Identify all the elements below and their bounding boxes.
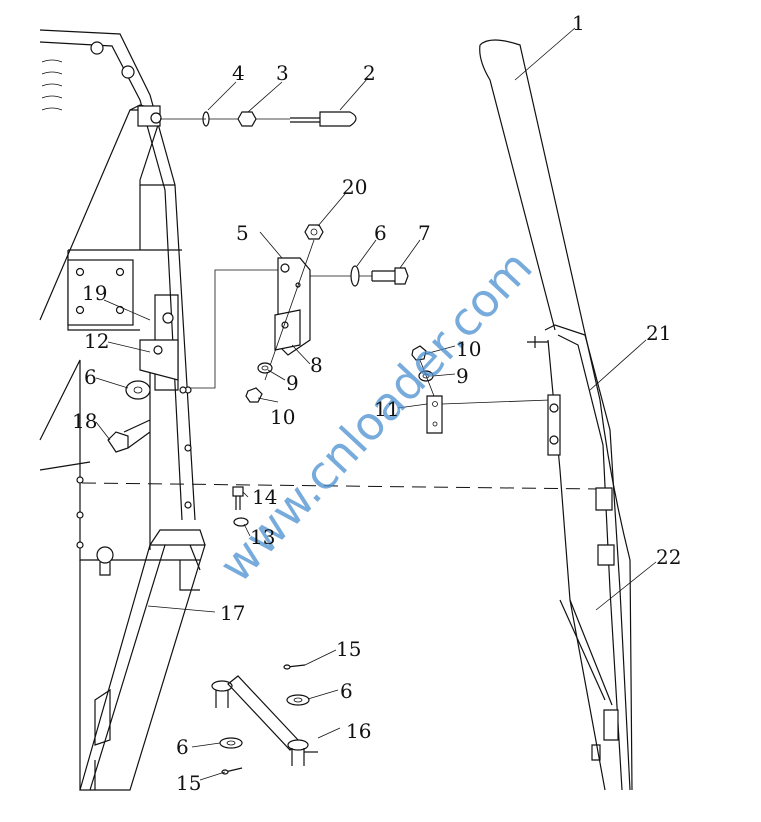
callout-15-lower: 15 (176, 771, 201, 795)
washer-6c (286, 694, 310, 706)
callout-21: 21 (646, 321, 671, 345)
callout-6-rod-right: 6 (340, 679, 353, 703)
callout-14: 14 (252, 485, 277, 509)
callout-17: 17 (220, 601, 245, 625)
side-door-21 (527, 324, 631, 791)
nut-10a (245, 387, 263, 403)
callout-5: 5 (236, 221, 249, 245)
callout-8: 8 (310, 353, 323, 377)
callout-15-upper: 15 (336, 637, 361, 661)
left-frame-assembly (39, 29, 200, 790)
washer-6d (219, 737, 243, 749)
bracket-11 (426, 395, 443, 434)
callout-3: 3 (276, 61, 289, 85)
rod-16 (211, 675, 318, 766)
leader-lines (95, 27, 657, 781)
bolt-18 (107, 419, 151, 453)
callout-13: 13 (250, 525, 275, 549)
callout-18: 18 (72, 409, 97, 433)
callout-1: 1 (572, 11, 585, 35)
callout-10-right: 10 (456, 337, 481, 361)
callout-11: 11 (374, 397, 399, 421)
callout-16: 16 (346, 719, 371, 743)
callout-7: 7 (418, 221, 431, 245)
cotter-pin-15a (283, 664, 306, 670)
washer-6a (350, 265, 360, 287)
strip-17 (79, 529, 206, 791)
callout-2: 2 (363, 61, 376, 85)
washer-13 (233, 517, 249, 527)
nut-20 (304, 224, 324, 240)
callout-4: 4 (232, 61, 245, 85)
callout-22: 22 (656, 545, 681, 569)
knob-2 (290, 111, 357, 127)
callout-9-right: 9 (456, 364, 469, 388)
nut-3 (237, 111, 257, 127)
alignment-line (81, 482, 601, 490)
washer-left (125, 380, 151, 400)
cotter-pin-15b (221, 767, 243, 775)
callout-6-upper: 6 (374, 221, 387, 245)
bolt-7 (371, 267, 409, 285)
callout-6-rod-left: 6 (176, 735, 189, 759)
callout-20: 20 (342, 175, 367, 199)
callout-6-left: 6 (84, 365, 97, 389)
callout-labels: 1 2 3 4 5 20 6 7 19 12 6 18 8 9 10 10 9 … (72, 11, 681, 795)
bracket-5 (274, 257, 311, 356)
callout-10-left: 10 (270, 405, 295, 429)
hinge-bracket (139, 294, 187, 394)
nut-10b (411, 345, 427, 361)
callout-19: 19 (82, 281, 107, 305)
hood-panel-1 (479, 39, 633, 791)
bolt-14 (232, 486, 244, 510)
callout-9-left: 9 (286, 371, 299, 395)
callout-12: 12 (84, 329, 109, 353)
